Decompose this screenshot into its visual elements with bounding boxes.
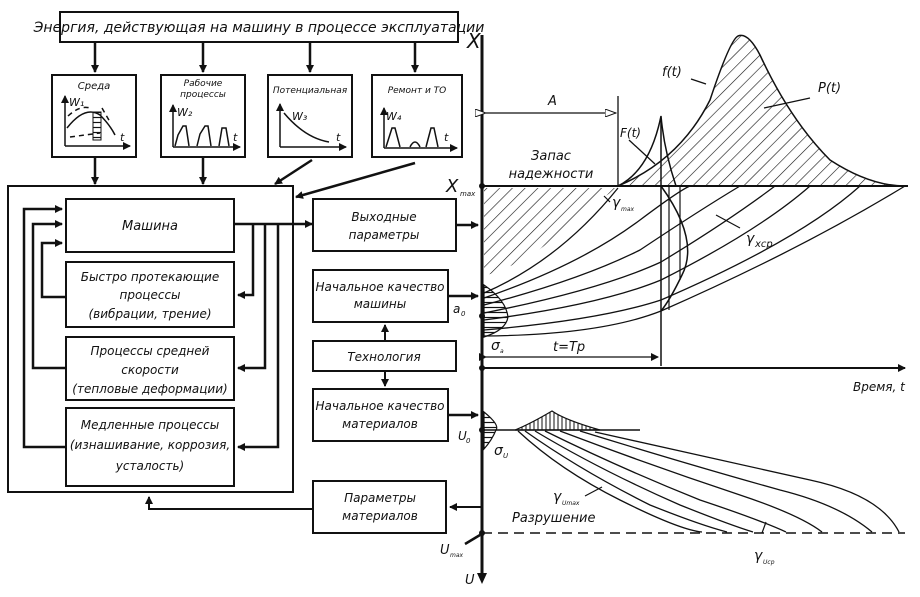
- sigma-u-sub: U: [503, 452, 508, 460]
- sigma-u-label: σ: [494, 443, 504, 459]
- initial-machine-line-1: Начальное качество: [315, 280, 444, 294]
- source-to-block-arrows: [91, 157, 416, 199]
- sigma-a-sub: a: [500, 348, 504, 355]
- u-axis-arrow: [477, 573, 487, 584]
- a0-distribution: [483, 283, 509, 338]
- initial-machine-quality-box: Начальное качество машины: [312, 269, 479, 323]
- source-potential-title: Потенциальная: [273, 86, 348, 96]
- w2-symbol: W₂: [177, 106, 193, 119]
- reserve-label-2: надежности: [509, 167, 594, 182]
- source-potential: Потенциальная W₃ t: [267, 74, 353, 158]
- technology-box: Технология: [312, 324, 457, 387]
- fast-processes-box: [65, 261, 235, 328]
- initial-materials-line-1: Начальное качество: [315, 399, 444, 413]
- output-params-line-2: параметры: [349, 228, 420, 242]
- source-environment-axis: t: [120, 131, 125, 144]
- medium-processes-line-1: Процессы средней: [91, 344, 210, 358]
- u-degradation-curves: [517, 430, 900, 533]
- output-parameters-box: Выходные параметры: [312, 198, 479, 252]
- destruction-label: Разрушение: [512, 511, 596, 526]
- x-max-label: X: [445, 176, 459, 197]
- source-repair: Ремонт и ТО W₄ t: [371, 74, 463, 158]
- f-cap-t-curve: [617, 115, 677, 187]
- material-params-line-2: материалов: [342, 509, 418, 523]
- gamma-xcp-label: γ: [746, 231, 755, 247]
- output-params-line-1: Выходные: [351, 210, 416, 224]
- source-repair-title: Ремонт и ТО: [388, 86, 447, 96]
- u-max-label: U: [440, 543, 450, 558]
- initial-machine-line-2: машины: [354, 297, 407, 311]
- energy-box: Энергия, действующая на машину в процесс…: [33, 11, 485, 43]
- fast-processes-line-2: процессы: [119, 288, 180, 302]
- u-hump-distribution: [514, 410, 601, 431]
- energy-arrows: [91, 42, 419, 73]
- u-max-sub: max: [450, 552, 464, 559]
- w3-symbol: W₃: [292, 110, 308, 123]
- source-potential-axis: t: [336, 131, 341, 144]
- material-params-line-1: Параметры: [344, 491, 416, 505]
- u0-label: U: [458, 429, 467, 443]
- energy-box-label: Энергия, действующая на машину в процесс…: [33, 20, 485, 36]
- hatched-reserve-region: [484, 188, 618, 276]
- gamma-ucp-sub: Uср: [763, 559, 775, 566]
- a-dimension-label: A: [547, 94, 557, 109]
- machine-block: Машина Быстро протекающие процессы (вибр…: [7, 185, 313, 493]
- x-max-sub: max: [460, 190, 476, 198]
- a0-label: a: [453, 302, 460, 316]
- u0-sub: 0: [466, 437, 471, 445]
- w4-symbol: W₄: [386, 110, 402, 123]
- a0-sub: 0: [461, 310, 466, 318]
- slow-processes-box: [65, 407, 235, 487]
- p-t-label: P(t): [818, 81, 841, 96]
- fast-processes-line-1: Быстро протекающие: [81, 270, 219, 284]
- slow-processes-line-2: (изнашивание, коррозия,: [70, 438, 230, 452]
- technology-label: Технология: [347, 350, 420, 364]
- gamma-umax-label: γ: [553, 489, 562, 505]
- t-tp-label: t=Tр: [553, 340, 585, 355]
- machine-box: [65, 198, 235, 253]
- f-t-label: f(t): [662, 65, 682, 80]
- material-parameters-box: Параметры материалов: [145, 480, 482, 534]
- sigma-distribution-tp: [660, 185, 689, 312]
- source-environment: Среда W₁ t: [51, 74, 137, 158]
- medium-processes-line-2: скорости: [121, 363, 179, 377]
- slow-processes-line-3: усталость): [115, 459, 184, 473]
- source-repair-axis: t: [444, 131, 449, 144]
- gamma-max-label: γ: [612, 195, 621, 211]
- source-work-title-2: процессы: [180, 90, 226, 100]
- gamma-xcp-sub: хср: [754, 239, 773, 250]
- gamma-ucp-label: γ: [754, 548, 763, 564]
- medium-processes-line-3: (тепловые деформации): [72, 382, 227, 396]
- x-axis-label: X: [466, 29, 482, 53]
- reserve-label-1: Запас: [531, 149, 571, 164]
- source-environment-title: Среда: [78, 81, 111, 92]
- f-cap-t-label: F(t): [620, 126, 641, 140]
- fast-processes-line-3: (вибрации, трение): [88, 307, 211, 321]
- machine-label: Машина: [122, 219, 178, 234]
- initial-materials-line-2: материалов: [342, 417, 418, 431]
- u-axis-label: U: [465, 573, 475, 588]
- slow-processes-line-1: Медленные процессы: [81, 418, 219, 432]
- source-work-processes: Рабочие процессы W₂ t: [160, 74, 246, 158]
- degradation-curves: [483, 185, 906, 337]
- time-axis-label: Время, t: [853, 380, 906, 394]
- sigma-a-label: σ: [491, 338, 501, 354]
- initial-materials-quality-box: Начальное качество материалов: [312, 388, 479, 442]
- source-work-title-1: Рабочие: [184, 79, 223, 89]
- p-t-distribution: [617, 34, 906, 187]
- degradation-chart: X X max A Запас надежности f(t) P(t) F(t…: [440, 29, 908, 588]
- w1-symbol: W₁: [69, 96, 84, 109]
- source-work-axis: t: [233, 131, 238, 144]
- gamma-max-sub: max: [621, 206, 635, 213]
- gamma-umax-sub: Umax: [562, 500, 580, 507]
- medium-processes-box: [65, 336, 235, 401]
